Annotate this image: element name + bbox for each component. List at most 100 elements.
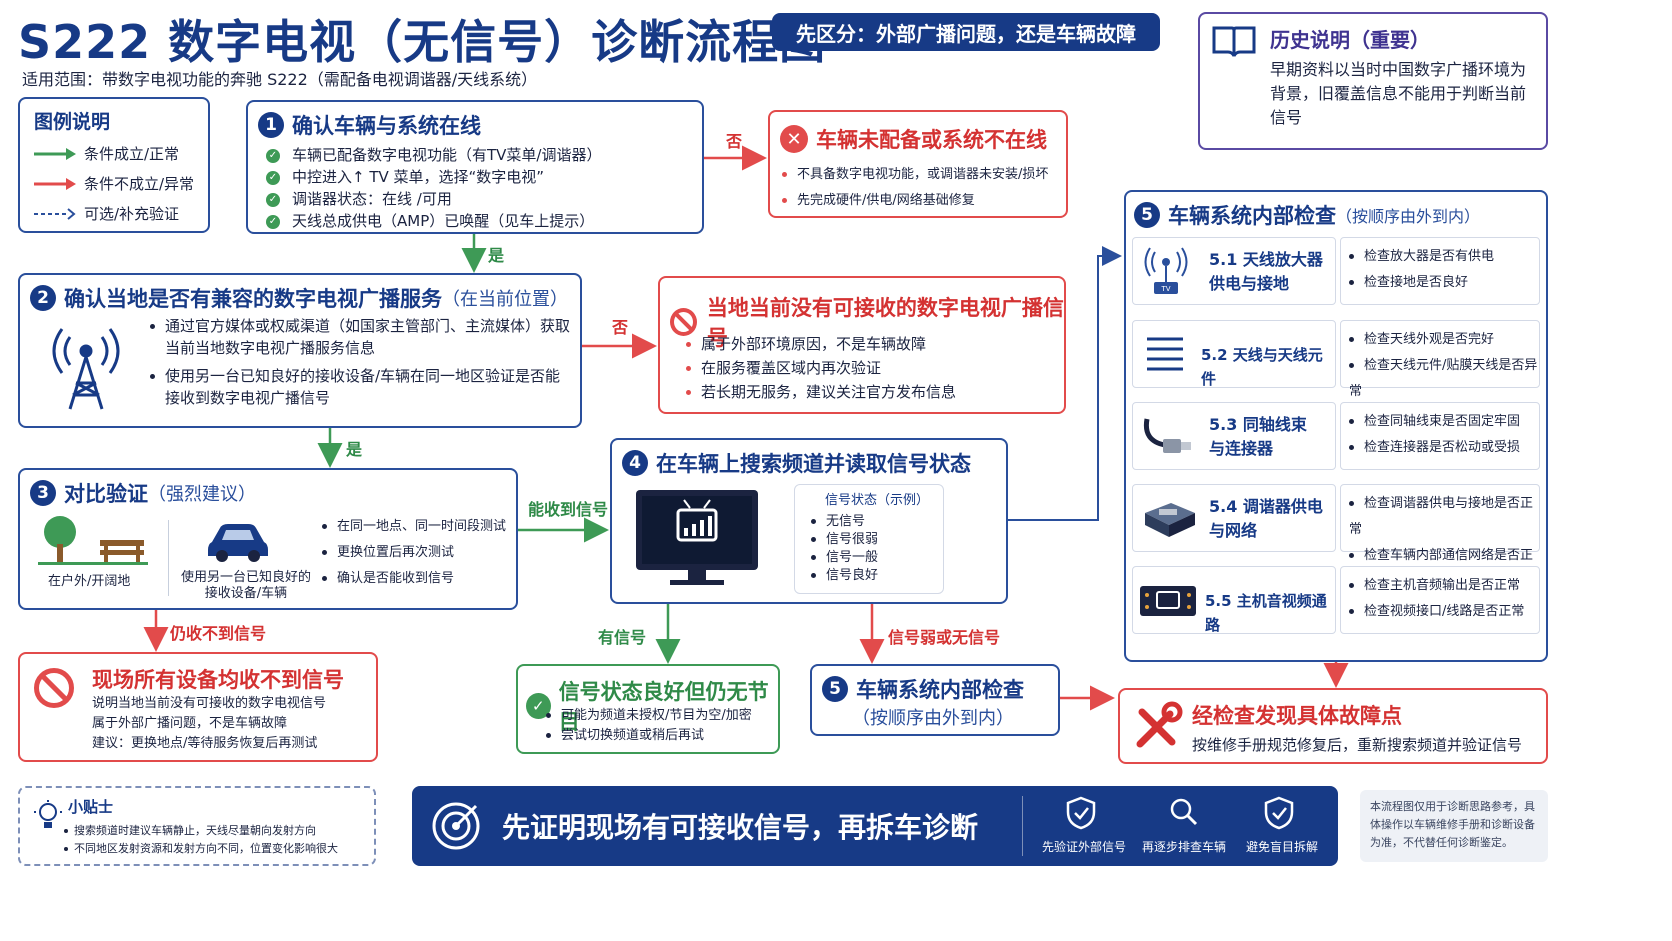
part-checks: 检查调谐器供电与接地是否正常 检查车辆内部通信网络是否正常 (1340, 484, 1540, 589)
part-title: 5.3 同轴线束与连接器 (1209, 415, 1307, 458)
fix-text: 按维修手册规范修复后，重新搜索频道并验证信号 (1192, 736, 1523, 754)
step3-item: 在同一地点、同一时间段测试 (337, 519, 507, 534)
history-box: 历史说明（重要） 早期资料以当时中国数字广播环境为背景，旧覆盖信息不能用于判断当… (1198, 12, 1548, 150)
footer-banner: 先证明现场有可接收信号，再拆车诊断 先验证外部信号 再逐步排查车辆 避免盲目拆解 (412, 786, 1338, 866)
step1-item: 车辆已配备数字电视功能（有TV菜单/调谐器） (292, 146, 602, 164)
target-icon (430, 800, 482, 856)
arrow-label-weak: 信号弱或无信号 (888, 628, 1001, 647)
step-number: 5 (822, 676, 848, 702)
tips-box: 小贴士 搜索频道时建议车辆静止，天线尽量朝向发射方向 不同地区发射资源和发射方向… (18, 786, 376, 866)
footer-badge: 先验证外部信号 (1042, 840, 1127, 854)
part-check: 检查天线外观是否完好 (1364, 332, 1495, 347)
prohibited-icon (34, 668, 74, 708)
wrench-icon (1130, 700, 1184, 758)
car-icon (206, 520, 270, 568)
fail2-title: 当地当前没有可接收的数字电视广播信号 (706, 296, 1064, 350)
green-arrow-icon (34, 145, 76, 164)
red-arrow-icon (34, 175, 76, 194)
fail3-item: 说明当地当前没有可接收的数字电视信号 (92, 696, 327, 711)
step5b-subtitle: （按顺序由外到内） (852, 708, 1014, 729)
amplifier-icon: TV (1141, 244, 1191, 304)
fail2-box: 当地当前没有可接收的数字电视广播信号 属于外部环境原因，不是车辆故障 在服务覆盖… (658, 276, 1066, 414)
tuner-module-icon (1141, 499, 1197, 543)
step5-subtitle: （按顺序由外到内） (1336, 207, 1481, 226)
step2-subtitle: （在当前位置） (442, 289, 568, 310)
step2-item: 通过官方媒体或权威渠道（如国家主管部门、主流媒体）获取当前当地数字电视广播服务信… (165, 317, 571, 357)
shield-check-icon (1264, 796, 1294, 834)
fail2-header: 当地当前没有可接收的数字电视广播信号 (670, 292, 1064, 352)
tv-icon (634, 488, 760, 596)
tower-icon (46, 323, 126, 417)
step5b-title: 车辆系统内部检查 (856, 678, 1024, 702)
tree-bench-icon (38, 514, 148, 570)
step1-item: 调谐器状态：在线 /可用 (292, 190, 452, 208)
fail3-item: 属于外部广播问题，不是车辆故障 (92, 716, 288, 731)
step5-bottom-box: 5 车辆系统内部检查 （按顺序由外到内） (810, 664, 1060, 736)
arrow-label-no: 否 (726, 132, 743, 151)
signal-status-item: 信号良好 (826, 568, 879, 583)
step3-subtitle: （强烈建议） (148, 484, 256, 505)
ok4-item: 尝试切换频道或稍后再试 (561, 728, 705, 743)
ok4-header: ✓ 信号状态良好但仍无节目 (526, 676, 778, 736)
step3-item: 确认是否能收到信号 (337, 571, 455, 586)
svg-text:TV: TV (1160, 285, 1170, 293)
arrow-label-yes: 是 (346, 440, 363, 459)
part-check: 检查调谐器供电与接地是否正常 (1349, 496, 1534, 537)
check-icon: ✓ (266, 148, 280, 163)
fail1-item: 先完成硬件/供电/网络基础修复 (797, 193, 975, 208)
part-check: 检查同轴线束是否固定牢固 (1364, 414, 1521, 429)
part-checks: 检查同轴线束是否固定牢固 检查连接器是否松动或受损 (1340, 402, 1540, 470)
signal-status-item: 信号很弱 (826, 532, 879, 547)
legend-box: 图例说明 条件成立/正常 条件不成立/异常 可选/补充验证 (18, 97, 210, 233)
step-number: 3 (30, 480, 56, 506)
scope-text: 适用范围：带数字电视功能的奔驰 S222（需配备电视调谐器/天线系统） (22, 70, 538, 89)
fail1-header: ✕ 车辆未配备或系统不在线 (780, 124, 1047, 154)
step-number: 1 (258, 112, 284, 138)
fail1-title: 车辆未配备或系统不在线 (816, 128, 1047, 152)
tips-title: 小贴士 (68, 798, 114, 816)
legend-item: 条件不成立/异常 (84, 175, 195, 193)
arrow-label-yes: 是 (488, 246, 505, 265)
step2-title: 确认当地是否有兼容的数字电视广播服务 (64, 287, 442, 311)
legend-item: 条件成立/正常 (84, 145, 180, 163)
tips-item: 不同地区发射资源和发射方向不同，位置变化影响很大 (74, 842, 338, 855)
part-check: 检查连接器是否松动或受损 (1364, 440, 1521, 455)
book-icon (1212, 24, 1256, 62)
part-check: 检查放大器是否有供电 (1364, 249, 1495, 264)
step1-item: 天线总成供电（AMP）已唤醒（见车上提示） (292, 212, 595, 230)
prohibited-icon (670, 308, 697, 336)
ok4-box: ✓ 信号状态良好但仍无节目 可能为频道未授权/节目为空/加密 尝试切换频道或稍后… (516, 664, 780, 754)
banner: 先区分：外部广播问题，还是车辆故障 (772, 13, 1160, 51)
part-title: 5.5 主机音视频通路 (1205, 592, 1327, 634)
part-check: 检查天线元件/贴膜天线是否异常 (1349, 358, 1538, 399)
fail2-item: 若长期无服务，建议关注官方发布信息 (701, 383, 957, 401)
legend-title: 图例说明 (34, 111, 111, 133)
history-text: 早期资料以当时中国数字广播环境为背景，旧覆盖信息不能用于判断当前信号 (1270, 60, 1527, 127)
part-card: 5.5 主机音视频通路 (1132, 566, 1336, 634)
part-checks: 检查主机音频输出是否正常 检查视频接口/线路是否正常 (1340, 566, 1540, 634)
arrow-label-no: 否 (612, 318, 629, 337)
dashed-arrow-icon (34, 205, 76, 224)
footer-main-text: 先证明现场有可接收信号，再拆车诊断 (502, 811, 979, 844)
arrow-label-received: 能收到信号 (528, 500, 609, 519)
check-icon: ✓ (266, 170, 280, 185)
part-card: 5.3 同轴线束与连接器 (1132, 402, 1336, 470)
step3-item: 更换位置后再次测试 (337, 545, 455, 560)
legend-item: 可选/补充验证 (84, 205, 180, 223)
fail1-box: ✕ 车辆未配备或系统不在线 不具备数字电视功能，或调谐器未安装/损坏 先完成硬件… (768, 110, 1068, 218)
signal-status-item: 无信号 (826, 514, 866, 529)
part-checks: 检查放大器是否有供电 检查接地是否良好 (1340, 237, 1540, 305)
footer-badge: 再逐步排查车辆 (1142, 840, 1227, 854)
head-unit-icon (1139, 585, 1197, 621)
part-check: 检查接地是否良好 (1364, 275, 1469, 290)
part-check: 检查视频接口/线路是否正常 (1364, 604, 1525, 619)
search-icon (1168, 796, 1198, 834)
footer-badge: 避免盲目拆解 (1246, 840, 1319, 854)
